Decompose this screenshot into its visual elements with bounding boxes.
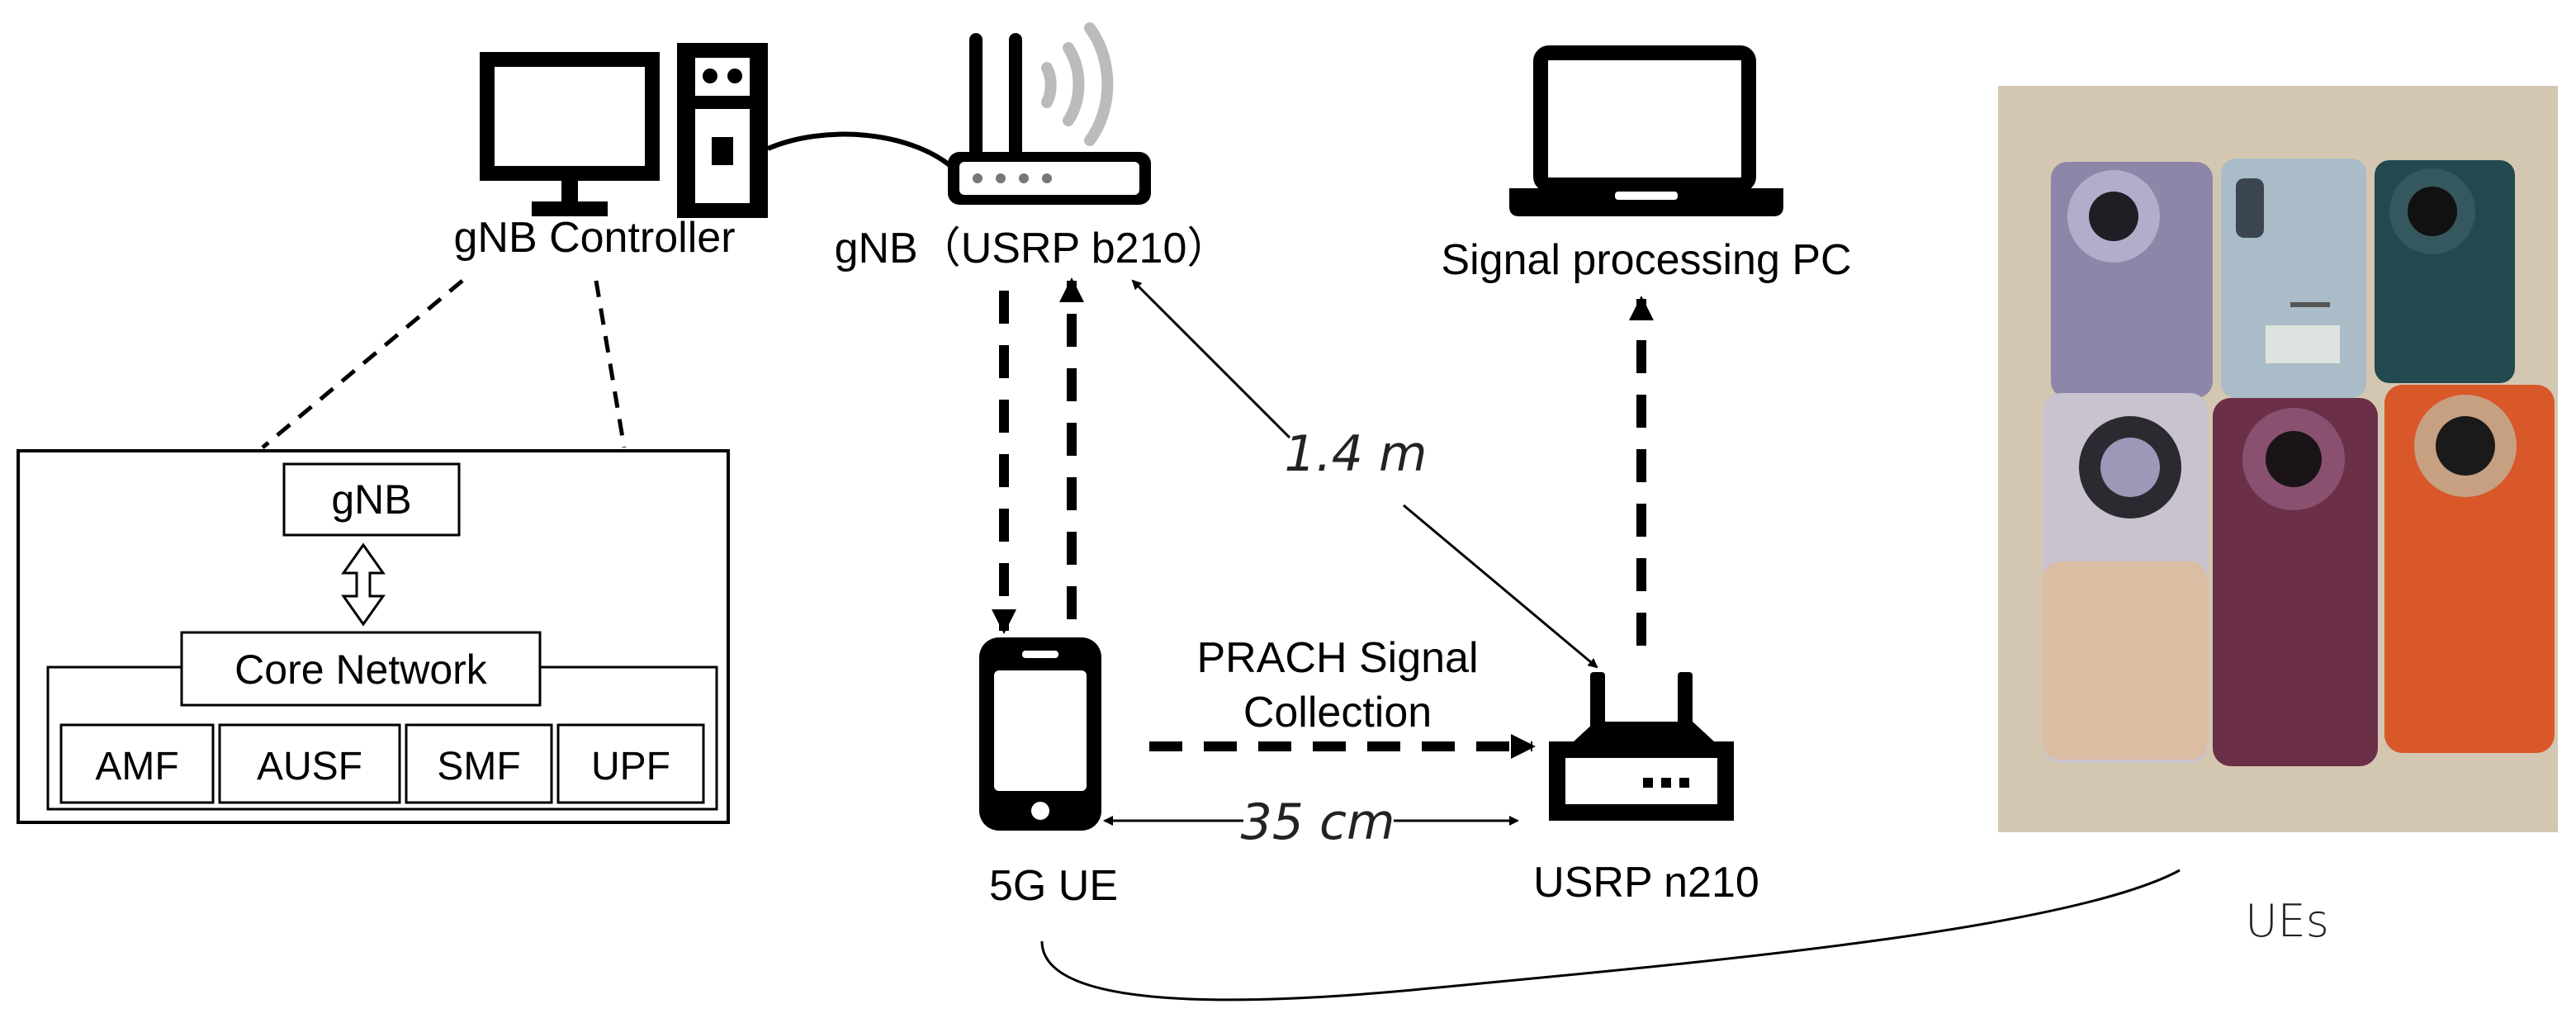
- controller-link-right: [594, 280, 627, 448]
- upf-box: [556, 723, 705, 804]
- prach-label-line2: Collection: [1243, 689, 1432, 736]
- gnb-box: [282, 462, 461, 537]
- amf-label: AMF: [95, 745, 178, 789]
- ausf-box: [218, 723, 401, 804]
- laptop-icon: [1509, 45, 1783, 216]
- bidirectional-arrow-icon: [341, 542, 386, 627]
- distance-short-label: 35 cm: [1241, 793, 1395, 851]
- signal-pc-label: Signal processing PC: [1441, 236, 1851, 284]
- distance-long-label: 1.4 m: [1285, 425, 1428, 483]
- ues-label: UEs: [2245, 895, 2329, 947]
- core-network-container: gNB Core Network AMF AUSF SMF UPF: [17, 449, 730, 824]
- monitor-icon: [480, 52, 660, 216]
- ethernet-cable: [766, 131, 951, 168]
- gnb-usrp-label: gNB（USRP b210）: [835, 225, 1230, 272]
- usrp-n210-icon: [1549, 672, 1734, 821]
- core-network-label: Core Network: [234, 646, 488, 693]
- upf-label: UPF: [591, 745, 670, 789]
- distance-line-upper: [1131, 279, 1291, 439]
- ue-connector-curve: [1040, 869, 2181, 1002]
- router-icon: [948, 33, 1151, 205]
- usrp-n210-label: USRP n210: [1533, 859, 1759, 907]
- controller-link-left: [261, 279, 464, 449]
- smf-box: [405, 723, 553, 804]
- gnb-box-label: gNB: [331, 476, 411, 523]
- pc-tower-icon: [677, 43, 768, 218]
- wifi-signal-icon: [1041, 22, 1114, 146]
- smartphone-icon: [979, 637, 1101, 831]
- core-network-box: [180, 631, 542, 707]
- ausf-label: AUSF: [257, 745, 362, 789]
- distance-line-lower: [1403, 504, 1598, 669]
- smf-label: SMF: [437, 745, 520, 789]
- prach-label-line1: PRACH Signal: [1196, 634, 1478, 682]
- amf-box: [59, 723, 215, 804]
- gnb-controller-label: gNB Controller: [453, 214, 735, 262]
- ue-phones-photo: [1998, 86, 2558, 832]
- ue-label: 5G UE: [989, 862, 1118, 910]
